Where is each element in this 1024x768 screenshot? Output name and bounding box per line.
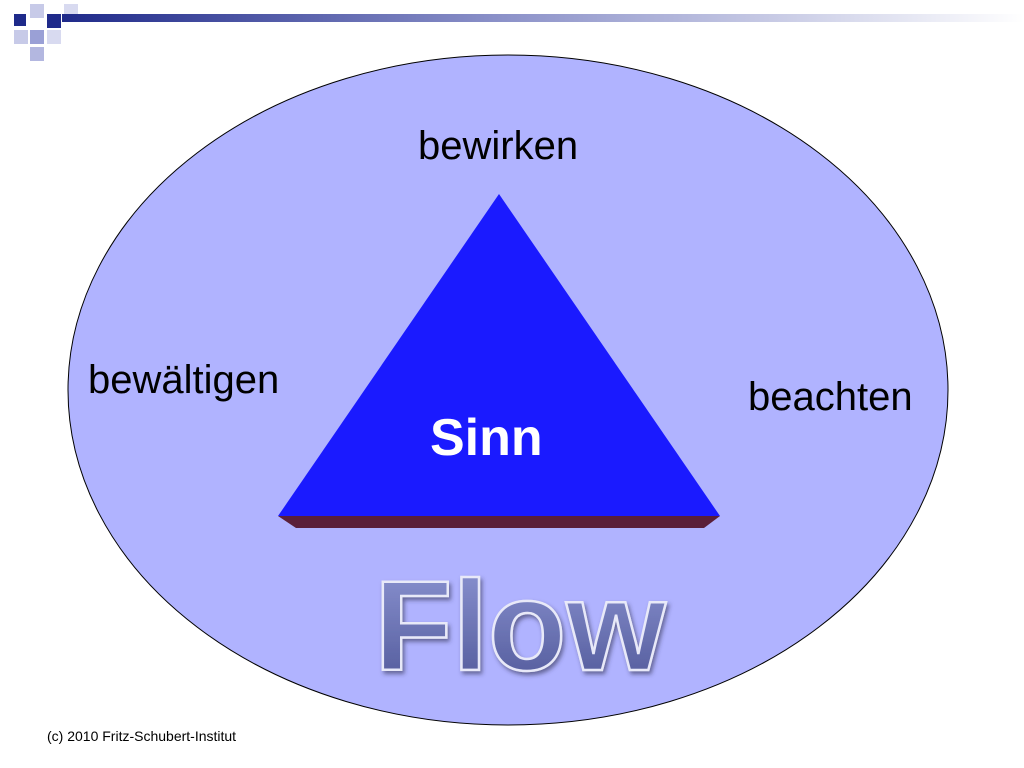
flow-text: Flow	[374, 555, 666, 688]
decorative-squares	[14, 4, 78, 61]
label-bewaeltigen: bewältigen	[88, 358, 280, 402]
header-gradient-bar	[62, 14, 1024, 22]
label-bewirken: bewirken	[418, 124, 579, 168]
label-sinn: Sinn	[430, 409, 543, 467]
flow-wordart: Flow	[373, 554, 667, 688]
copyright-footer: (c) 2010 Fritz-Schubert-Institut	[47, 728, 237, 744]
triangle-base-shadow	[278, 516, 720, 528]
label-beachten: beachten	[748, 375, 913, 419]
sinn-triangle	[278, 194, 720, 516]
